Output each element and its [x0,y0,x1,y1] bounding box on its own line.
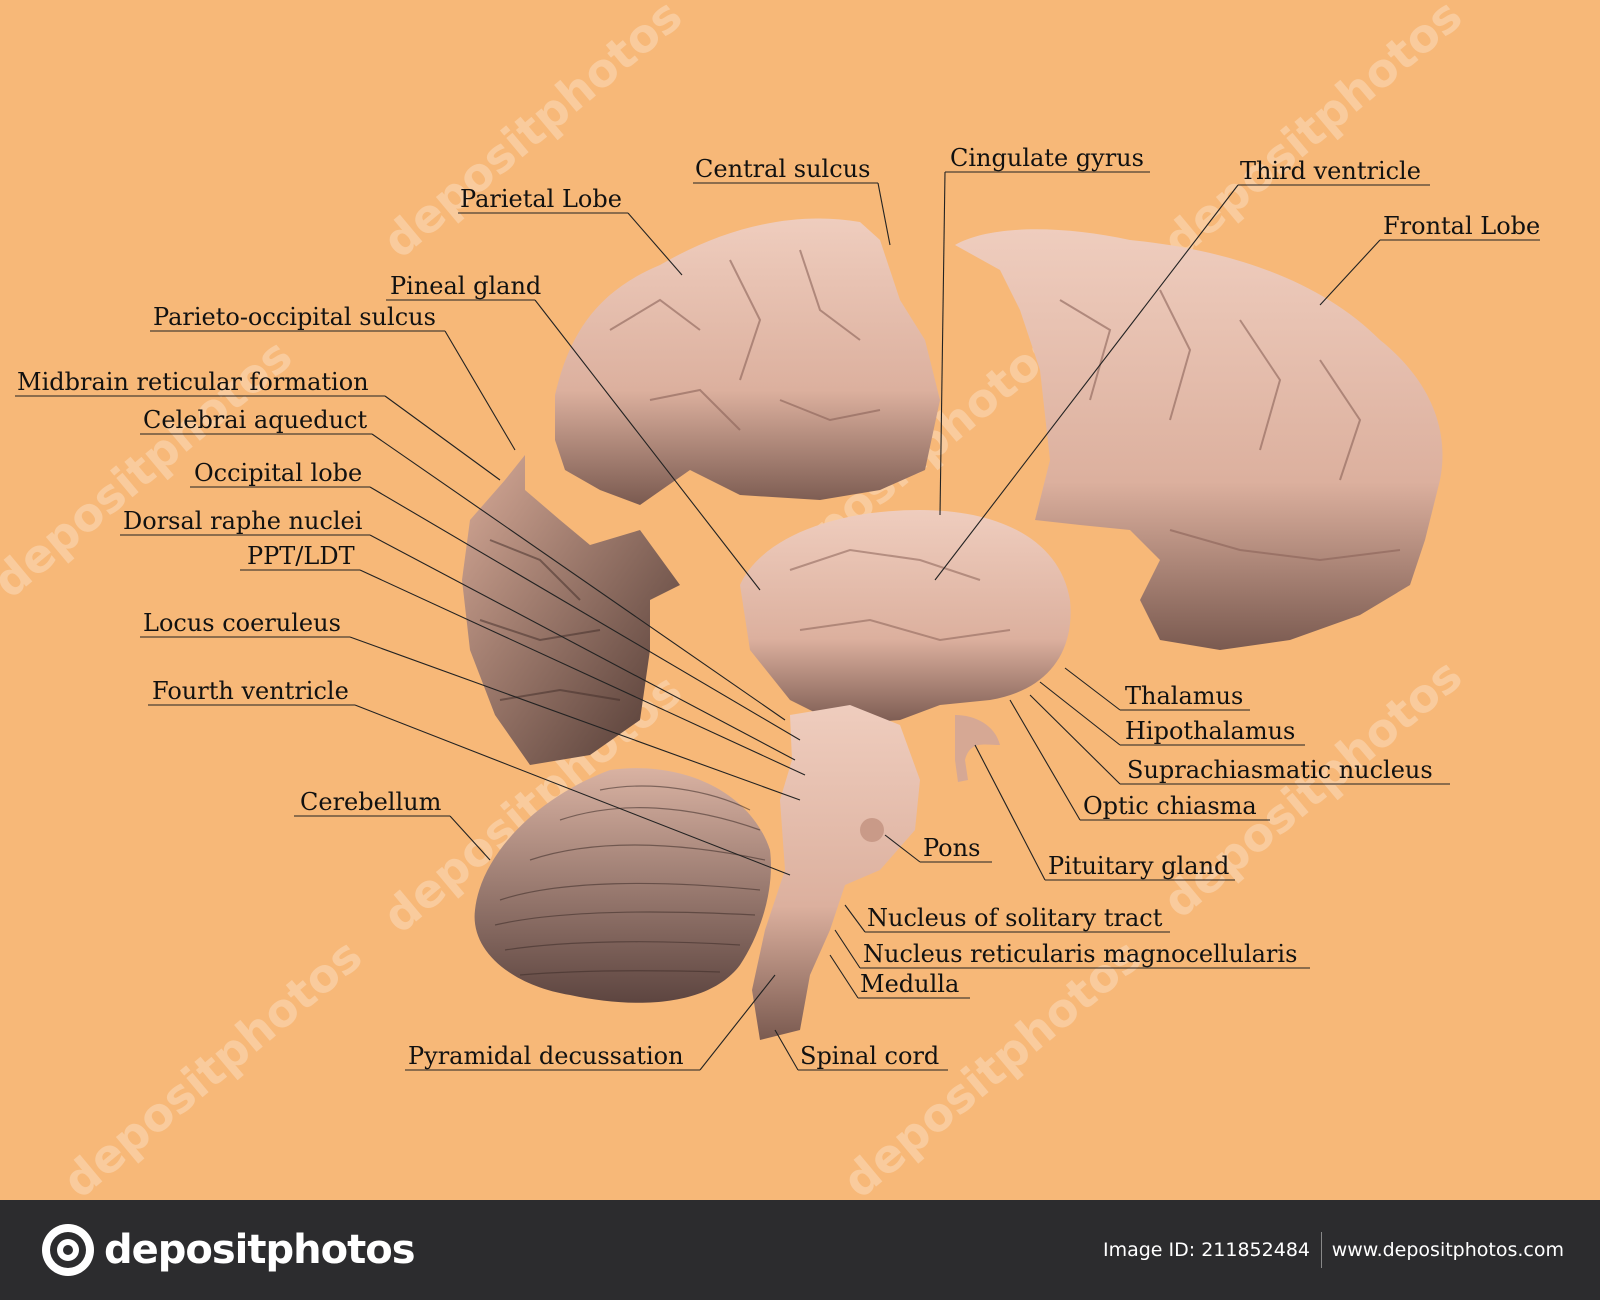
watermark: depositphotos [372,0,692,268]
diencephalon-shape [740,510,1071,725]
label-midbrain-reticular-formation: Midbrain reticular formation [17,368,369,396]
image-id: Image ID: 211852484 [1102,1239,1310,1261]
label-thalamus: Thalamus [1125,682,1243,710]
label-nucleus-reticularis: Nucleus reticularis magnocellularis [863,940,1297,968]
label-cingulate-gyrus: Cingulate gyrus [950,144,1144,172]
label-pons: Pons [923,834,980,862]
structure-labels: Parietal Lobe Central sulcus Cingulate g… [17,144,1540,1070]
pons-node-shape [860,818,884,842]
label-fourth-ventricle: Fourth ventricle [152,677,349,705]
label-nucleus-solitary-tract: Nucleus of solitary tract [867,904,1163,932]
label-medulla: Medulla [860,970,959,998]
label-frontal-lobe: Frontal Lobe [1383,212,1540,240]
pituitary-shape [955,715,1000,782]
brain-parts [462,218,1443,1040]
frontal-lobe-shape [955,229,1443,650]
label-hipothalamus: Hipothalamus [1125,717,1295,745]
camera-logo-icon[interactable] [40,1222,96,1278]
watermark: depositphotos [52,928,372,1200]
label-suprachiasmatic-nucleus: Suprachiasmatic nucleus [1127,756,1433,784]
label-third-ventricle: Third ventricle [1240,157,1421,185]
leader-lines [15,171,1540,1071]
occipital-lobe-shape [462,455,680,765]
label-cerebellum: Cerebellum [300,788,442,816]
brain-anatomy-diagram: depositphotos depositphotos depositphoto… [0,0,1540,1200]
label-pyramidal-decussation: Pyramidal decussation [408,1042,684,1070]
label-locus-coeruleus: Locus coeruleus [143,609,341,637]
brand-name[interactable]: depositphotos [104,1227,416,1273]
site-link[interactable]: www.depositphotos.com [1331,1239,1564,1261]
label-occipital-lobe: Occipital lobe [194,459,362,487]
label-optic-chiasma: Optic chiasma [1083,792,1257,820]
parietal-lobe-shape [555,218,940,506]
cerebellum-shape [474,768,771,1003]
label-pituitary-gland: Pituitary gland [1048,852,1229,880]
label-pineal-gland: Pineal gland [390,272,541,300]
label-parietal-lobe: Parietal Lobe [460,185,622,213]
label-spinal-cord: Spinal cord [800,1042,939,1070]
label-celebrai-aqueduct: Celebrai aqueduct [143,406,367,434]
footer-bar: depositphotos Image ID: 211852484 www.de… [0,1200,1600,1300]
label-central-sulcus: Central sulcus [695,155,870,183]
brainstem-shape [752,705,920,1040]
label-parieto-occipital-sulcus: Parieto-occipital sulcus [153,303,436,331]
footer-divider [1321,1232,1322,1268]
label-dorsal-raphe-nuclei: Dorsal raphe nuclei [123,507,363,535]
label-ppt-ldt: PPT/LDT [247,542,355,570]
